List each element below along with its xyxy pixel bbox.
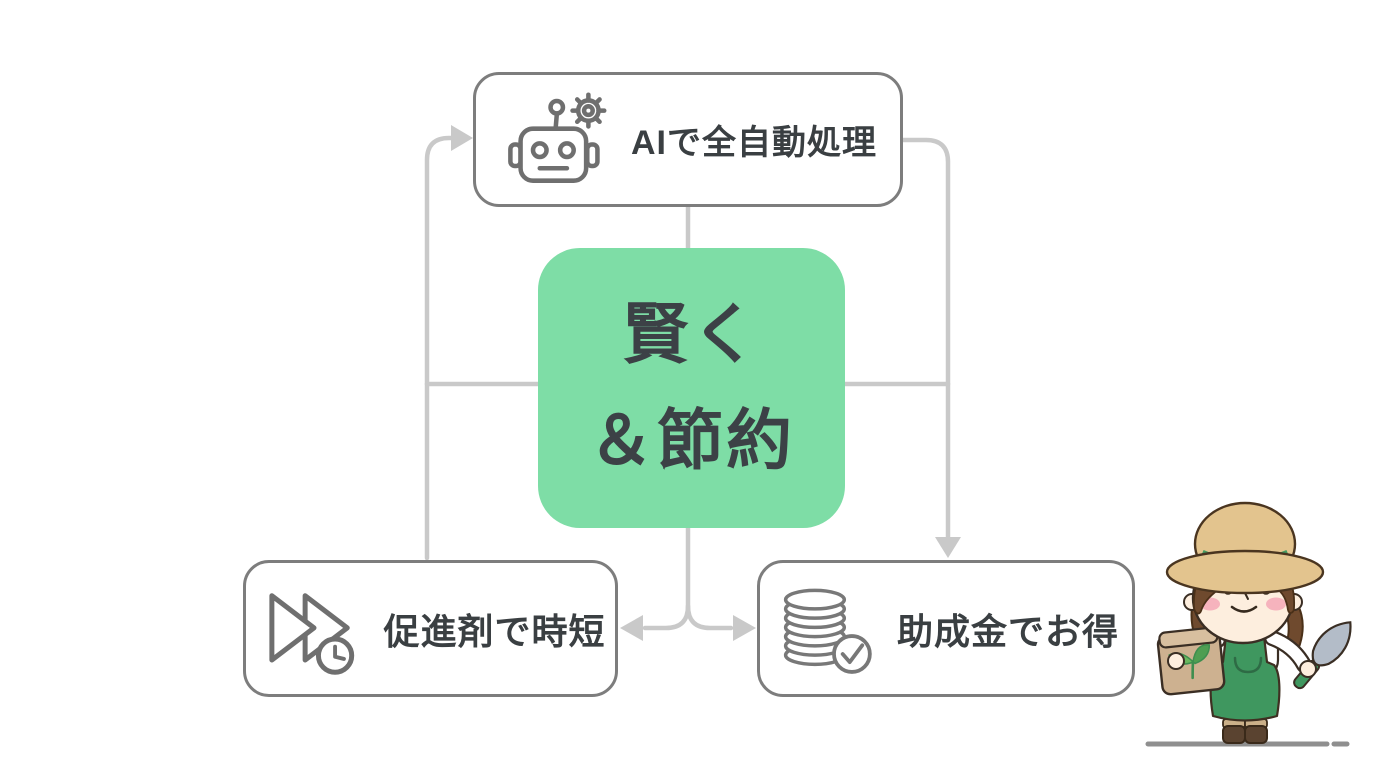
sprout-leaf-right (1192, 644, 1211, 665)
arrowhead-into-subsidy-left (733, 615, 756, 641)
smile (1230, 605, 1258, 613)
fast-forward-clock-icon (269, 592, 355, 675)
arrowhead-into-accelerant-node (620, 615, 643, 641)
node-accelerant-timesaving: 促進剤で時短 (243, 560, 618, 697)
connector-left-vertical (424, 135, 455, 561)
hat-brim (1165, 549, 1325, 595)
center-line-2: ＆節約 (588, 403, 795, 477)
arrowhead-into-subsidy-node (935, 537, 961, 558)
seed-bag (1156, 626, 1226, 696)
node-ai-processing: AIで全自動処理 (473, 72, 903, 207)
node-subsidy-deal: 助成金でお得 (757, 560, 1135, 697)
cheek-right (1266, 597, 1286, 611)
center-node-smart-savings: 賢く ＆節約 (538, 248, 845, 528)
node-ai-label: AIで全自動処理 (631, 124, 877, 162)
arrowhead-into-ai-node (451, 125, 473, 151)
node-accelerant-label: 促進剤で時短 (383, 610, 606, 652)
straw-hat (1165, 501, 1325, 595)
left-hand (1167, 652, 1185, 670)
connector-bottom-left (642, 525, 691, 631)
connector-right-vertical (900, 137, 951, 540)
coins-check-icon (783, 588, 872, 674)
right-hand (1299, 660, 1317, 678)
robot-gear-icon (508, 92, 607, 183)
gardener-illustration (1145, 501, 1352, 747)
connector-bottom-right (685, 603, 734, 631)
center-line-1: 賢く (622, 297, 761, 372)
node-subsidy-label: 助成金でお得 (896, 610, 1119, 652)
